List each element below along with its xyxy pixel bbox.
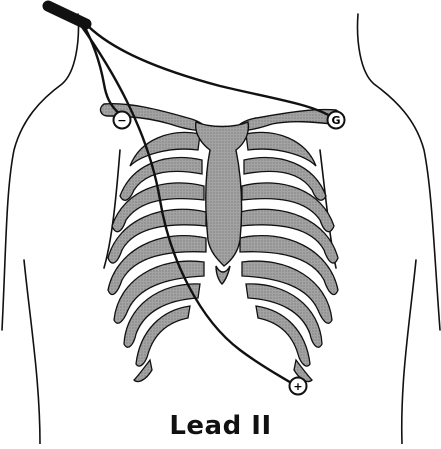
electrode-ground-symbol: G xyxy=(331,114,340,127)
electrode-positive: + xyxy=(290,378,307,395)
electrode-negative: − xyxy=(114,112,131,129)
lead-title: Lead II xyxy=(0,411,441,441)
cable-bundle xyxy=(48,6,86,24)
electrode-negative-symbol: − xyxy=(117,114,126,127)
electrode-ground: G xyxy=(328,112,345,129)
electrode-positive-symbol: + xyxy=(293,380,302,393)
sternum xyxy=(196,122,249,284)
